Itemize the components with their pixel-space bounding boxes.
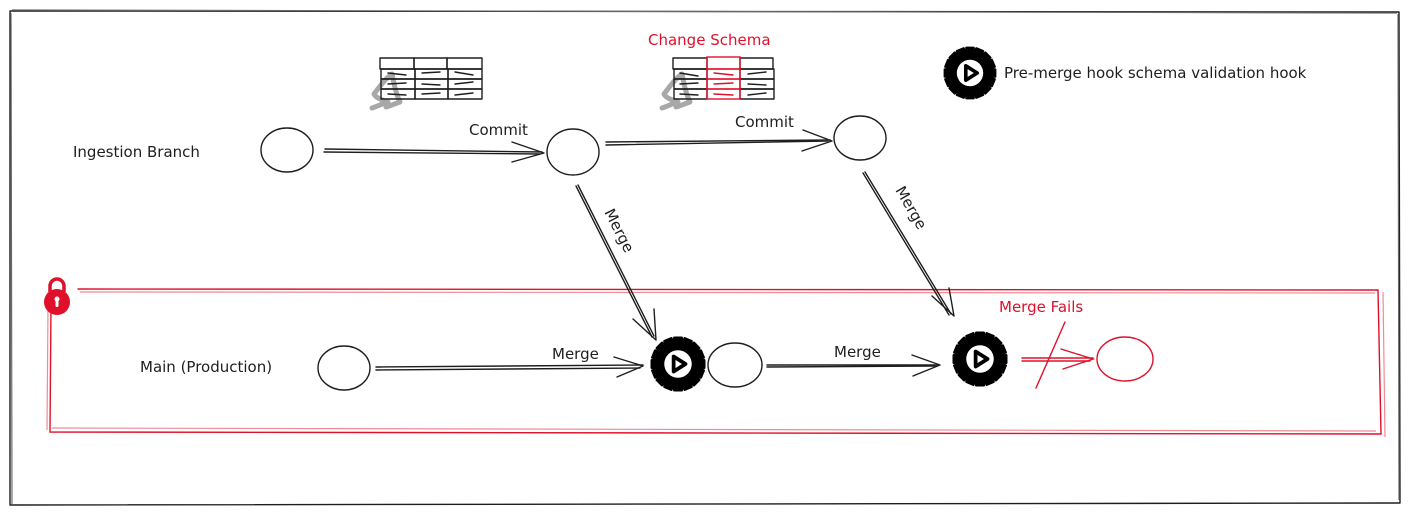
merge-label-main-1: Merge (552, 345, 599, 363)
commit-arrow-1 (323, 141, 545, 163)
ingestion-node-2[interactable] (546, 128, 600, 176)
merge-label-main-2: Merge (834, 343, 881, 361)
ingestion-branch-label: Ingestion Branch (73, 143, 200, 161)
merge-arrow-diag-1 (575, 184, 657, 341)
merge-fails-label: Merge Fails (999, 298, 1083, 316)
failed-merge-arrow (1021, 321, 1096, 389)
lock-icon (44, 277, 70, 315)
failed-main-node[interactable] (1096, 336, 1154, 382)
commit-label-1: Commit (469, 121, 528, 139)
legend: Pre-merge hook schema validation hook (941, 44, 1307, 102)
ingestion-node-3[interactable] (833, 115, 887, 161)
merge-arrow-diag-2 (862, 171, 955, 317)
commit-label-2: Commit (735, 113, 794, 131)
pre-merge-hook-gear-1[interactable] (648, 334, 708, 394)
ingestion-node-1[interactable] (260, 127, 314, 173)
merge-label-diag-1: Merge (600, 206, 637, 256)
table-changed-icon (662, 56, 775, 108)
table-icon (372, 57, 483, 108)
gear-play-icon (941, 44, 999, 102)
merge-arrow-main-2 (766, 354, 941, 377)
change-schema-label: Change Schema (648, 31, 771, 49)
merge-arrow-main-1 (375, 356, 644, 378)
protected-main-region (46, 288, 1386, 438)
outer-frame (9, 9, 1401, 506)
commit-arrow-2 (605, 129, 833, 152)
main-branch-label: Main (Production) (140, 358, 272, 376)
legend-text: Pre-merge hook schema validation hook (1004, 64, 1307, 82)
main-node-2[interactable] (707, 342, 763, 388)
main-node-1[interactable] (317, 345, 371, 391)
pre-merge-hook-gear-2[interactable] (950, 329, 1010, 389)
